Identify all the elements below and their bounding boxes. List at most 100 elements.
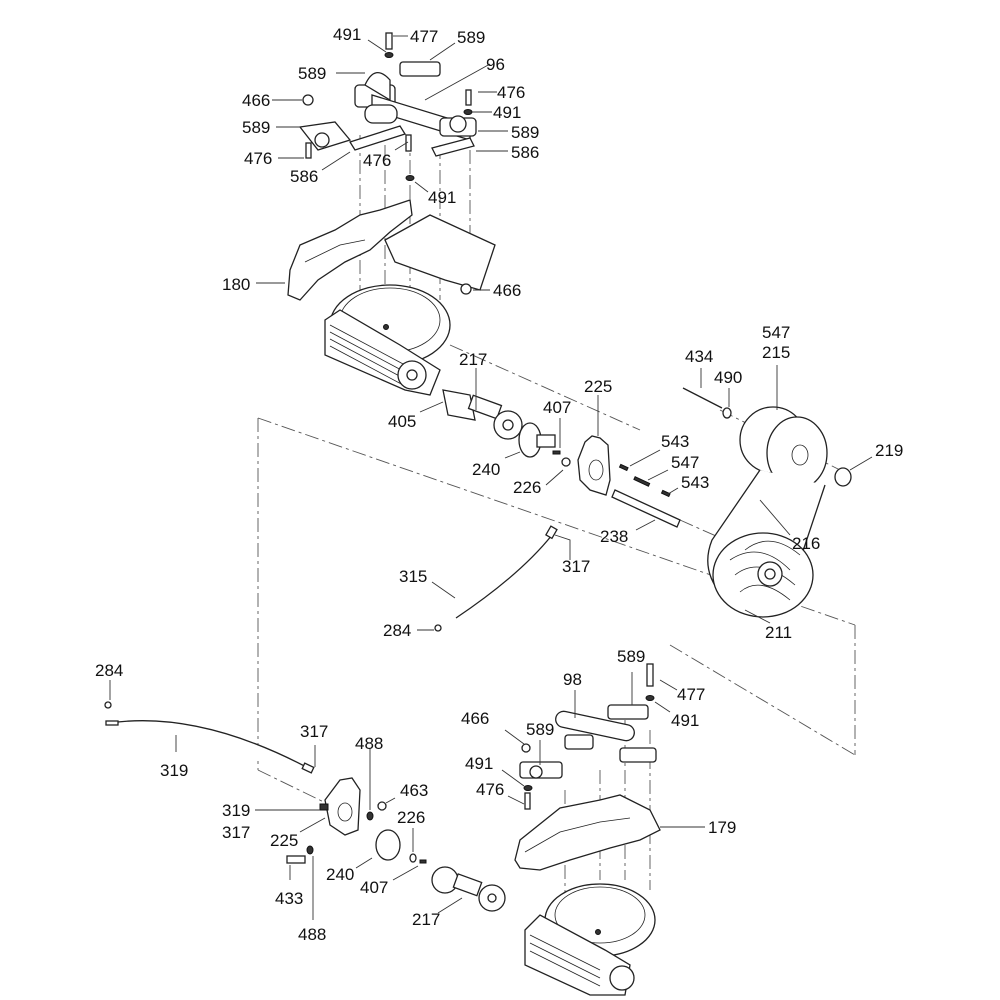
bolt-477[interactable] xyxy=(646,663,654,687)
spacer-219[interactable] xyxy=(834,467,852,487)
bearing-housing-225-lower[interactable] xyxy=(286,777,427,864)
washer-226[interactable] xyxy=(561,457,571,467)
key-547[interactable] xyxy=(633,476,651,487)
callout-491[interactable]: 491 xyxy=(465,754,493,773)
callout-547[interactable]: 547 xyxy=(762,323,790,342)
pillow-block-589[interactable] xyxy=(607,704,649,720)
nut-466[interactable] xyxy=(302,94,314,106)
callout-211[interactable]: 211 xyxy=(765,623,792,642)
callout-317[interactable]: 317 xyxy=(562,557,590,576)
washer-491-c[interactable] xyxy=(405,175,415,181)
lower-bearing-assembly[interactable] xyxy=(519,663,657,810)
shim-586-b[interactable] xyxy=(431,137,475,157)
callout-589[interactable]: 589 xyxy=(242,118,270,137)
supercharger-upper[interactable] xyxy=(324,284,451,396)
callout-433[interactable]: 433 xyxy=(275,889,303,908)
washer-226-b[interactable] xyxy=(409,853,417,863)
callout-543[interactable]: 543 xyxy=(661,432,689,451)
callout-407[interactable]: 407 xyxy=(360,878,388,897)
callout-284[interactable]: 284 xyxy=(383,621,411,640)
callout-319[interactable]: 319 xyxy=(222,801,250,820)
bolt-434[interactable] xyxy=(682,387,723,409)
fitting-284[interactable] xyxy=(434,624,442,632)
callout-476[interactable]: 476 xyxy=(244,149,272,168)
fitting-317[interactable] xyxy=(545,525,558,540)
bolt-476[interactable] xyxy=(465,89,472,106)
callout-477[interactable]: 477 xyxy=(410,27,438,46)
mount-bracket-180[interactable] xyxy=(287,199,496,301)
supercharger-lower[interactable] xyxy=(524,883,656,996)
callout-179[interactable]: 179 xyxy=(708,818,736,837)
bolt-407[interactable] xyxy=(552,450,561,455)
callout-240[interactable]: 240 xyxy=(472,460,500,479)
callout-216[interactable]: 216 xyxy=(792,534,820,553)
washer-491-b[interactable] xyxy=(523,785,533,791)
callout-215[interactable]: 215 xyxy=(762,343,790,362)
drive-coupler-upper[interactable] xyxy=(442,389,571,467)
callout-589[interactable]: 589 xyxy=(617,647,645,666)
callout-543[interactable]: 543 xyxy=(681,473,709,492)
callout-589[interactable]: 589 xyxy=(298,64,326,83)
fitting-284-b[interactable] xyxy=(104,701,112,709)
callout-284[interactable]: 284 xyxy=(95,661,123,680)
washer-488-b[interactable] xyxy=(306,845,314,855)
washer-491-b[interactable] xyxy=(463,109,473,115)
callout-225[interactable]: 225 xyxy=(270,831,298,850)
callout-491[interactable]: 491 xyxy=(428,188,456,207)
bolt-476-b[interactable] xyxy=(305,142,312,159)
callout-226[interactable]: 226 xyxy=(513,478,541,497)
mount-bracket-179[interactable] xyxy=(514,794,661,871)
callout-466[interactable]: 466 xyxy=(493,281,521,300)
callout-240[interactable]: 240 xyxy=(326,865,354,884)
callout-491[interactable]: 491 xyxy=(671,711,699,730)
key-543-a[interactable] xyxy=(618,463,629,472)
callout-476[interactable]: 476 xyxy=(497,83,525,102)
nut-463[interactable] xyxy=(377,801,387,811)
callout-476[interactable]: 476 xyxy=(476,780,504,799)
callout-219[interactable]: 219 xyxy=(875,441,903,460)
hub-240-b[interactable] xyxy=(375,829,401,861)
callout-405[interactable]: 405 xyxy=(388,412,416,431)
callout-434[interactable]: 434 xyxy=(685,347,713,366)
callout-317[interactable]: 317 xyxy=(222,823,250,842)
callout-226[interactable]: 226 xyxy=(397,808,425,827)
bolt-476[interactable] xyxy=(524,792,531,810)
callout-586[interactable]: 586 xyxy=(511,143,539,162)
callout-589[interactable]: 589 xyxy=(457,28,485,47)
bolt-477[interactable] xyxy=(385,32,393,50)
pillow-block-589-top[interactable] xyxy=(399,61,441,77)
washer-491[interactable] xyxy=(384,52,394,58)
callout-490[interactable]: 490 xyxy=(714,368,742,387)
washer-491-a[interactable] xyxy=(645,695,655,701)
callout-407[interactable]: 407 xyxy=(543,398,571,417)
bolt-407-b[interactable] xyxy=(419,859,427,864)
callout-98[interactable]: 98 xyxy=(563,670,582,689)
callout-491[interactable]: 491 xyxy=(493,103,521,122)
drive-coupler-lower[interactable] xyxy=(431,866,506,912)
nut-466-bracket[interactable] xyxy=(460,283,472,295)
callout-238[interactable]: 238 xyxy=(600,527,628,546)
bearing-housing-225[interactable] xyxy=(577,435,611,496)
callout-589[interactable]: 589 xyxy=(511,123,539,142)
fitting-319-317[interactable] xyxy=(319,803,329,811)
bolt-433[interactable] xyxy=(286,855,306,864)
callout-466[interactable]: 466 xyxy=(242,91,270,110)
callout-217[interactable]: 217 xyxy=(412,910,440,929)
callout-477[interactable]: 477 xyxy=(677,685,705,704)
callout-225[interactable]: 225 xyxy=(584,377,612,396)
yoke-405[interactable] xyxy=(442,389,476,421)
callout-96[interactable]: 96 xyxy=(486,55,505,74)
callout-491[interactable]: 491 xyxy=(333,25,361,44)
callout-317[interactable]: 317 xyxy=(300,722,328,741)
oil-line-315[interactable] xyxy=(434,525,558,632)
pulley-assembly[interactable] xyxy=(682,387,852,618)
callout-589[interactable]: 589 xyxy=(526,720,554,739)
washer-488-a[interactable] xyxy=(366,811,374,821)
callout-488[interactable]: 488 xyxy=(355,734,383,753)
nut-466[interactable] xyxy=(521,743,531,753)
oil-line-319[interactable] xyxy=(104,701,315,774)
fitting-317-b[interactable] xyxy=(301,762,315,774)
callout-466[interactable]: 466 xyxy=(461,709,489,728)
cross-shaft-98[interactable] xyxy=(554,710,636,742)
callout-476[interactable]: 476 xyxy=(363,151,391,170)
